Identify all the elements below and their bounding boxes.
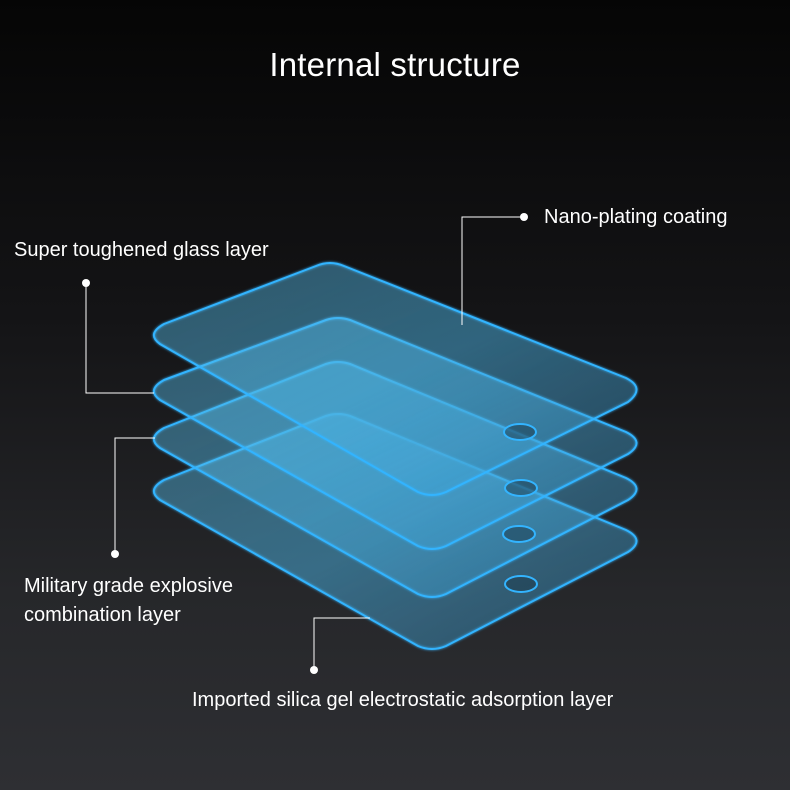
- label-military-line1: Military grade explosive: [24, 575, 233, 597]
- camera-cutout: [504, 575, 538, 593]
- callout-nano-plating: [461, 213, 528, 325]
- label-silica-gel: Imported silica gel electrostatic adsorp…: [192, 689, 614, 711]
- camera-cutout: [503, 423, 537, 441]
- callout-military-grade: [111, 437, 155, 558]
- camera-cutout: [504, 479, 538, 497]
- label-nano-plating: Nano-plating coating: [544, 206, 728, 228]
- callout-toughened-glass: [82, 279, 154, 394]
- camera-cutout: [502, 525, 536, 543]
- page-title: Internal structure: [269, 46, 521, 83]
- layer-nano-plating: [153, 262, 638, 496]
- label-military-line2: combination layer: [24, 604, 181, 626]
- callout-silica-gel: [310, 617, 370, 674]
- label-toughened-glass: Super toughened glass layer: [14, 239, 269, 261]
- label-military-grade: Military grade explosive combination lay…: [24, 572, 233, 630]
